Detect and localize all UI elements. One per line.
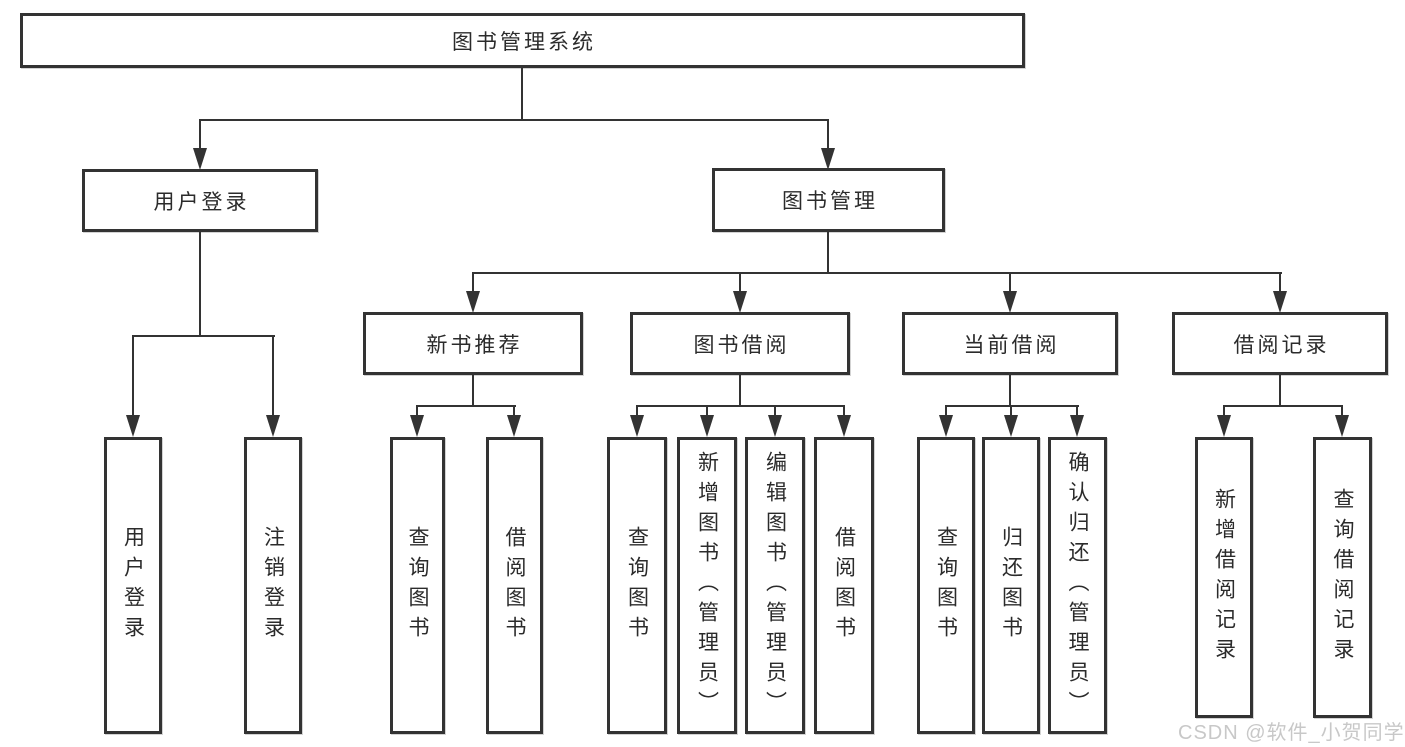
node-add-books-admin: 新增图书（管理员） [677,437,737,734]
node-user-login-leaf: 用户登录 [104,437,162,734]
connector-line [843,405,845,415]
arrow-down-icon [1273,291,1287,313]
connector-line [1009,373,1011,407]
connector-line [199,230,201,337]
arrow-down-icon [1070,415,1084,437]
connector-line [636,405,638,415]
connector-line [774,405,776,415]
connector-line [199,119,829,121]
connector-line [132,335,134,415]
connector-line [706,405,708,415]
connector-line [1010,405,1012,415]
connector-line [416,405,418,415]
connector-line [521,66,523,121]
arrow-down-icon [939,415,953,437]
connector-line [272,335,274,415]
connector-line [132,335,275,337]
node-borrow-books-recommend: 借阅图书 [486,437,543,734]
node-query-books-borrow: 查询图书 [607,437,667,734]
arrow-down-icon [1335,415,1349,437]
connector-line [739,272,741,291]
node-return-books: 归还图书 [982,437,1040,734]
node-borrow-records: 借阅记录 [1172,312,1388,375]
connector-line [472,272,1282,274]
arrow-down-icon [821,148,835,170]
arrow-down-icon [1004,415,1018,437]
arrow-down-icon [837,415,851,437]
connector-line [945,405,947,415]
connector-line [827,230,829,274]
arrow-down-icon [126,415,140,437]
connector-line [1223,405,1343,407]
node-root: 图书管理系统 [20,13,1025,68]
arrow-down-icon [266,415,280,437]
node-user-login: 用户登录 [82,169,318,232]
connector-line [827,119,829,150]
node-edit-books-admin: 编辑图书（管理员） [745,437,805,734]
arrow-down-icon [466,291,480,313]
node-confirm-return-admin: 确认归还（管理员） [1048,437,1107,734]
connector-line [472,272,474,291]
arrow-down-icon [410,415,424,437]
node-book-management: 图书管理 [712,168,945,232]
arrow-down-icon [700,415,714,437]
node-query-borrow-record: 查询借阅记录 [1313,437,1372,718]
node-borrow-books-leaf: 借阅图书 [814,437,874,734]
connector-line [513,405,515,415]
connector-line [1279,272,1281,291]
connector-line [1223,405,1225,415]
connector-line [416,405,516,407]
node-query-books-current: 查询图书 [917,437,975,734]
connector-line [472,373,474,407]
connector-line [1279,373,1281,407]
arrow-down-icon [193,148,207,170]
connector-line [945,405,1079,407]
watermark-text: CSDN @软件_小贺同学 [1178,722,1405,744]
connector-line [739,373,741,407]
node-query-books-recommend: 查询图书 [390,437,445,734]
arrow-down-icon [630,415,644,437]
connector-line [1009,272,1011,291]
arrow-down-icon [1217,415,1231,437]
node-logout-leaf: 注销登录 [244,437,302,734]
arrow-down-icon [733,291,747,313]
connector-line [1076,405,1078,415]
node-new-book-recommend: 新书推荐 [363,312,583,375]
connector-line [1341,405,1343,415]
arrow-down-icon [1003,291,1017,313]
node-current-borrow: 当前借阅 [902,312,1118,375]
node-add-borrow-record: 新增借阅记录 [1195,437,1253,718]
connector-line [199,119,201,150]
arrow-down-icon [768,415,782,437]
arrow-down-icon [507,415,521,437]
connector-line [636,405,845,407]
node-book-borrow: 图书借阅 [630,312,850,375]
